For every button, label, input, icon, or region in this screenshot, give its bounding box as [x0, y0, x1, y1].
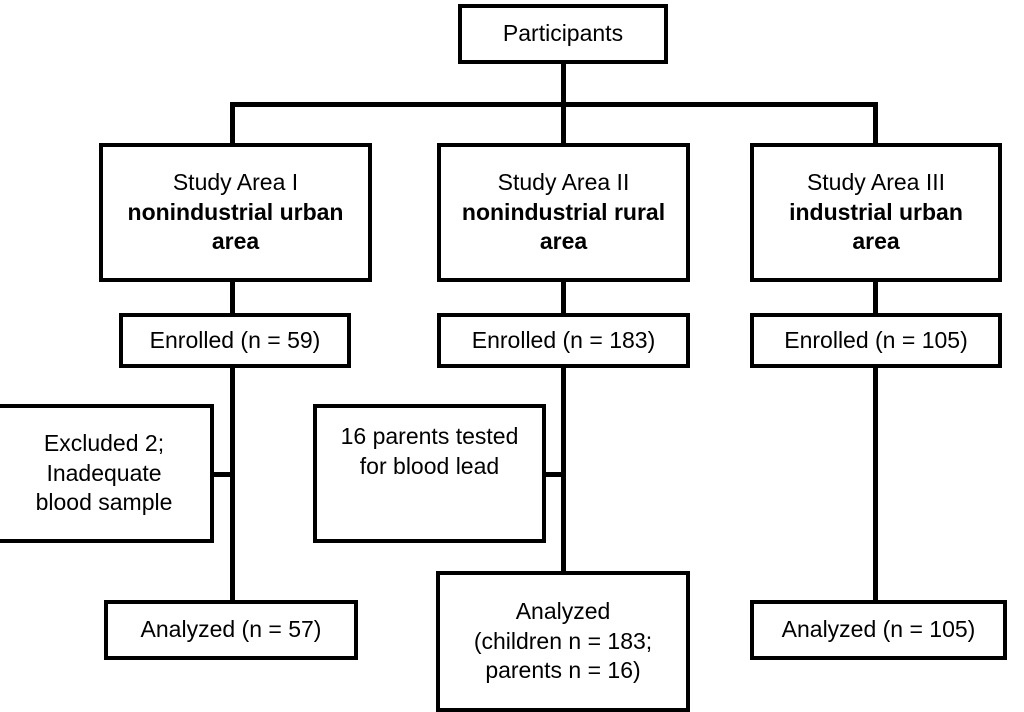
node-excluded-1-line-1: Inadequate — [46, 459, 162, 486]
node-analyzed-2-line-2: parents n = 16) — [485, 657, 641, 684]
node-parents-tested-2-line-1: for blood lead — [359, 452, 500, 479]
node-study-area-3-line-1: industrial urban — [789, 198, 963, 225]
node-analyzed-1-line-0: Analyzed (n = 57) — [140, 616, 322, 643]
node-study-area-1-line-2: area — [211, 228, 260, 255]
node-enrolled-2[interactable]: Enrolled (n = 183) — [437, 313, 690, 368]
connector-branch-right — [873, 102, 878, 146]
node-parents-tested-2-line-0: 16 parents tested — [340, 423, 519, 449]
connector-excluded-side — [210, 472, 234, 477]
node-analyzed-2[interactable]: Analyzed (children n = 183; parents n = … — [436, 571, 690, 712]
connector-branch-middle — [561, 102, 566, 146]
node-study-area-2-line-0: Study Area II — [497, 168, 630, 195]
connector-enrolled1-to-analyzed1 — [230, 365, 235, 604]
node-study-area-2[interactable]: Study Area II nonindustrial rural area — [437, 143, 690, 282]
node-analyzed-2-line-0: Analyzed — [515, 597, 611, 624]
connector-branch-left — [230, 102, 235, 146]
node-excluded-1[interactable]: Excluded 2; Inadequate blood sample — [0, 404, 214, 543]
node-analyzed-2-line-1: (children n = 183; — [473, 627, 653, 654]
node-enrolled-3[interactable]: Enrolled (n = 105) — [750, 313, 1002, 368]
node-enrolled-3-line-0: Enrolled (n = 105) — [784, 326, 968, 353]
connector-enrolled3-to-analyzed3 — [873, 365, 878, 604]
node-excluded-1-line-0: Excluded 2; — [43, 429, 165, 456]
node-study-area-1[interactable]: Study Area I nonindustrial urban area — [99, 143, 372, 282]
node-participants-line-0: Participants — [502, 20, 624, 47]
connector-participants-down — [561, 62, 566, 107]
node-analyzed-1[interactable]: Analyzed (n = 57) — [104, 600, 358, 660]
node-analyzed-3-line-0: Analyzed (n = 105) — [781, 616, 976, 643]
node-analyzed-3[interactable]: Analyzed (n = 105) — [750, 600, 1007, 660]
node-enrolled-2-line-0: Enrolled (n = 183) — [471, 326, 656, 353]
node-study-area-3-line-2: area — [852, 228, 900, 255]
node-study-area-3-line-0: Study Area III — [806, 168, 946, 195]
connector-distributor-bar — [230, 102, 878, 107]
node-study-area-1-line-1: nonindustrial urban — [127, 198, 344, 225]
node-parents-tested-2[interactable]: 16 parents tested for blood lead — [313, 404, 546, 543]
node-participants[interactable]: Participants — [458, 4, 668, 64]
connector-area3-to-enrolled3 — [873, 280, 878, 316]
node-study-area-2-line-2: area — [539, 228, 588, 255]
node-study-area-3[interactable]: Study Area III industrial urban area — [750, 143, 1002, 282]
connector-parents-tested-side — [542, 472, 566, 477]
node-enrolled-1[interactable]: Enrolled (n = 59) — [119, 313, 351, 368]
connector-area1-to-enrolled1 — [230, 280, 235, 316]
node-study-area-2-line-1: nonindustrial rural — [461, 198, 666, 225]
node-excluded-1-line-2: blood sample — [35, 489, 173, 516]
node-study-area-1-line-0: Study Area I — [172, 168, 299, 195]
node-enrolled-1-line-0: Enrolled (n = 59) — [149, 326, 321, 353]
connector-area2-to-enrolled2 — [561, 280, 566, 316]
